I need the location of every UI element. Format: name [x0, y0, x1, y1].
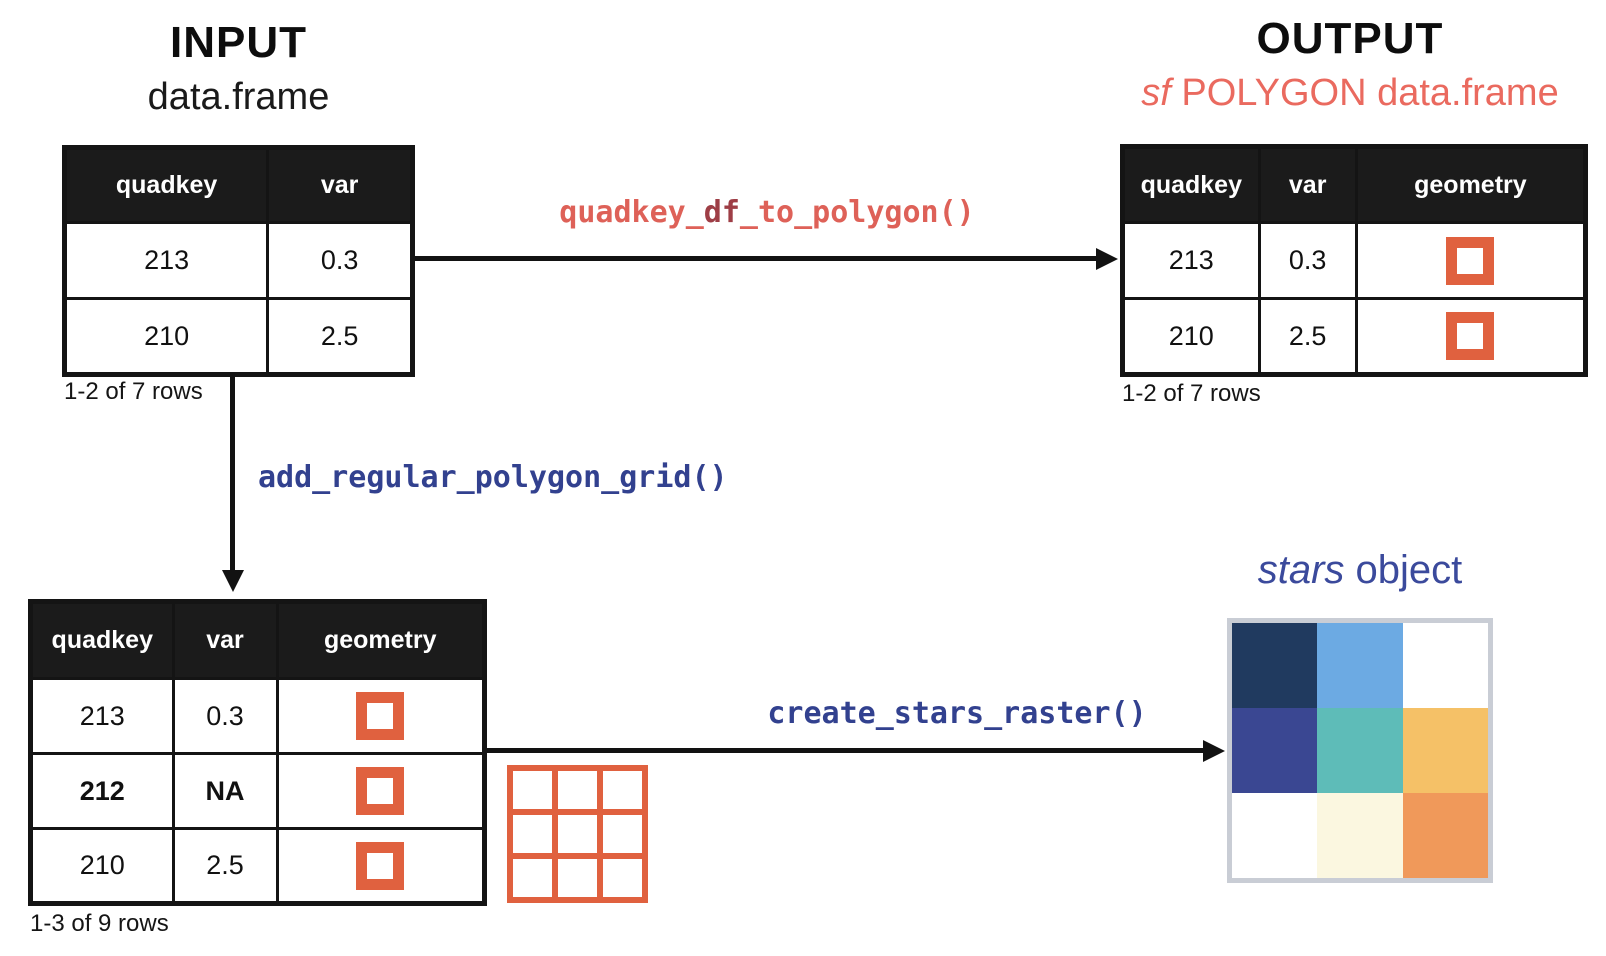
cell-quadkey: 212: [29, 752, 175, 830]
polygon-geometry-icon: [1446, 236, 1495, 285]
raster-cell: [1232, 623, 1318, 708]
grid-sf-table: quadkey var geometry 213 0.3 212 NA 210 …: [28, 599, 487, 906]
input-subtitle: data.frame: [147, 76, 330, 118]
raster-cell: [1232, 708, 1318, 793]
output-col-geometry: geometry: [1354, 145, 1588, 224]
polygon-geometry-icon: [1446, 312, 1495, 360]
output-row-count-caption: 1-2 of 7 rows: [1122, 380, 1261, 407]
fn-label-part: _to_polygon(): [739, 195, 975, 230]
raster-cell: [1232, 793, 1318, 878]
table-row: 213 0.3: [29, 677, 486, 755]
stars-object-title: stars object: [1160, 548, 1560, 593]
input-col-var: var: [266, 146, 414, 224]
stars-raster: [1227, 618, 1493, 883]
table-header-row: quadkey var: [62, 146, 414, 224]
cell-var: 0.3: [266, 221, 414, 300]
fn-label-create-stars-raster: create_stars_raster(): [767, 696, 1147, 731]
fn-label-add-regular-polygon-grid: add_regular_polygon_grid(): [258, 460, 728, 495]
table-row: 213 0.3: [62, 221, 414, 300]
arrow-input-to-grid-table: [230, 373, 235, 571]
input-dataframe-table: quadkey var 213 0.3 210 2.5: [62, 145, 415, 377]
output-heading: OUTPUT sf POLYGON data.frame: [1110, 14, 1590, 115]
grid-col-var: var: [171, 600, 279, 680]
cell-geometry: [1354, 221, 1588, 300]
fn-label-part: quadkey_: [559, 195, 704, 230]
cell-var: NA: [171, 752, 279, 830]
cell-geometry: [275, 752, 486, 830]
cell-quadkey: 213: [62, 221, 270, 300]
polygon-geometry-icon: [356, 841, 405, 890]
raster-cell: [1317, 623, 1403, 708]
arrow-input-to-output: [415, 256, 1098, 261]
stars-title-italic: stars: [1257, 548, 1345, 592]
grid-cell: [558, 859, 597, 897]
cell-var: 0.3: [1257, 221, 1358, 300]
cell-quadkey: 213: [1121, 221, 1261, 300]
table-header-row: quadkey var geometry: [1121, 145, 1588, 224]
grid-cell: [603, 771, 642, 809]
raster-cell: [1317, 708, 1403, 793]
output-sf-table: quadkey var geometry 213 0.3 210 2.5: [1120, 144, 1588, 377]
cell-var: 2.5: [266, 297, 414, 376]
polygon-geometry-icon: [356, 692, 405, 740]
grid-cell: [558, 815, 597, 853]
fn-label-quadkey-df-to-polygon: quadkey_df_to_polygon(): [417, 195, 1117, 230]
table-header-row: quadkey var geometry: [29, 600, 486, 680]
grid-col-quadkey: quadkey: [29, 600, 175, 680]
grid-row-count-caption: 1-3 of 9 rows: [30, 910, 169, 937]
cell-var: 0.3: [171, 677, 279, 755]
cell-quadkey: 210: [29, 827, 175, 905]
polygon-geometry-icon: [356, 767, 405, 815]
table-row: 213 0.3: [1121, 221, 1588, 300]
grid-cell: [513, 815, 552, 853]
table-row: 212 NA: [29, 752, 486, 830]
grid-col-geometry: geometry: [275, 600, 486, 680]
output-subtitle-sf: sf: [1141, 72, 1171, 114]
cell-quadkey: 210: [62, 297, 270, 376]
arrow-right-icon: [1203, 739, 1225, 762]
input-title: INPUT: [170, 18, 307, 67]
table-row: 210 2.5: [29, 827, 486, 905]
output-title: OUTPUT: [1256, 14, 1444, 63]
polygon-grid-icon: [507, 765, 648, 903]
cell-quadkey: 210: [1121, 297, 1261, 376]
table-row: 210 2.5: [62, 297, 414, 376]
grid-cell: [603, 859, 642, 897]
raster-cell: [1317, 793, 1403, 878]
cell-geometry: [1354, 297, 1588, 376]
cell-var: 2.5: [1257, 297, 1358, 376]
output-subtitle: sf POLYGON data.frame: [1110, 72, 1590, 115]
fn-label-df-highlight: df: [703, 195, 740, 230]
grid-cell: [558, 771, 597, 809]
input-col-quadkey: quadkey: [62, 146, 270, 224]
grid-cell: [603, 815, 642, 853]
output-col-quadkey: quadkey: [1121, 145, 1261, 224]
cell-geometry: [275, 677, 486, 755]
table-row: 210 2.5: [1121, 297, 1588, 376]
output-col-var: var: [1257, 145, 1358, 224]
arrow-grid-to-stars: [487, 748, 1205, 753]
input-heading: INPUT data.frame: [62, 18, 415, 119]
raster-cell: [1402, 793, 1488, 878]
cell-var: 2.5: [171, 827, 279, 905]
cell-geometry: [275, 827, 486, 905]
raster-cell: [1402, 708, 1488, 793]
arrow-right-icon: [1096, 247, 1118, 270]
raster-cell: [1402, 623, 1488, 708]
cell-quadkey: 213: [29, 677, 175, 755]
arrow-down-icon: [221, 570, 244, 592]
output-subtitle-rest: POLYGON data.frame: [1170, 72, 1559, 114]
input-row-count-caption: 1-2 of 7 rows: [64, 378, 203, 405]
grid-cell: [513, 859, 552, 897]
grid-cell: [513, 771, 552, 809]
stars-title-rest: object: [1344, 548, 1463, 592]
